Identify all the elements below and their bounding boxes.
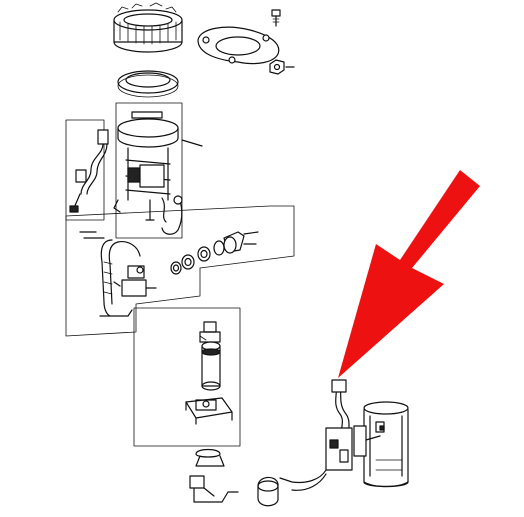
red-pointer-arrow [338, 170, 480, 378]
fuel-pump-cover-plate [197, 26, 280, 65]
fuel-line-fitting [213, 231, 259, 256]
fuel-tank-lock-ring [113, 2, 183, 53]
pump-wiring-harness [69, 129, 109, 213]
o-ring [170, 246, 211, 275]
fuel-strainer [189, 448, 239, 503]
fuel-pump-motor [199, 321, 221, 391]
fuel-level-sender-unit [79, 231, 157, 317]
pump-mounting-bracket [185, 397, 233, 425]
cover-bolt [271, 9, 281, 27]
assembled-pump-module-photo-view [257, 379, 409, 507]
seal-ring [117, 70, 179, 98]
fuel-pump-module [113, 111, 203, 235]
pump-module-frame [65, 102, 295, 447]
cover-nut [269, 59, 295, 75]
